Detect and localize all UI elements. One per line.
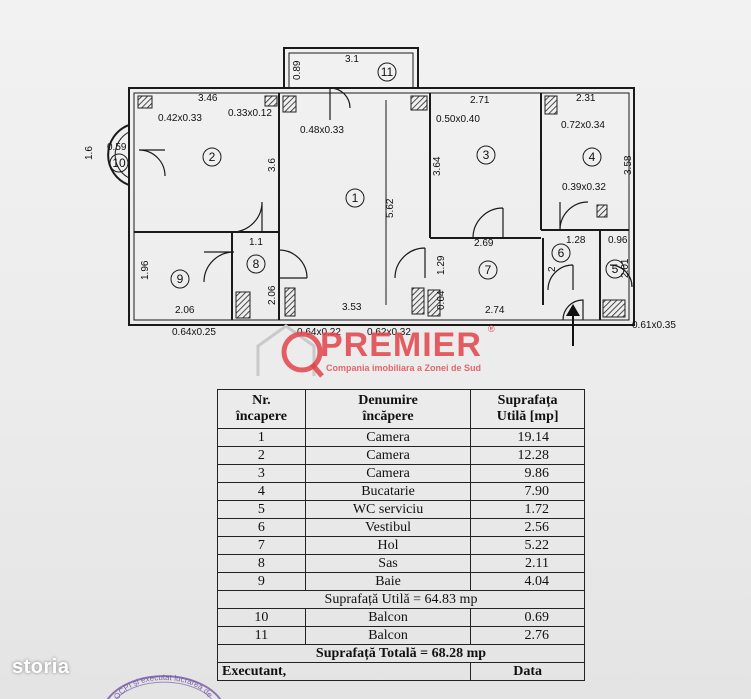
room-number: 9 <box>177 272 184 286</box>
house-logo-icon <box>256 324 324 378</box>
door-room9 <box>203 251 235 283</box>
dim-label: 0.64x0.22 <box>297 327 341 338</box>
dim-label: 0.59 <box>107 142 127 153</box>
dim-label: 0.39x0.32 <box>562 182 606 193</box>
room-number: 4 <box>589 150 596 164</box>
dim-label: 1.29 <box>436 255 447 275</box>
dim-label: 2.06 <box>267 285 278 305</box>
premier-watermark: PREMIER ® Compania imobiliara a Zonei de… <box>250 318 510 384</box>
dim-label: 3.53 <box>342 302 362 313</box>
door-room3 <box>472 207 504 239</box>
floor-plan-drawing: 11 2 1 3 4 5 6 7 8 9 10 3.1 0.89 3.46 0.… <box>84 47 676 346</box>
door-room4 <box>559 201 589 231</box>
dim-label: 0.42x0.33 <box>158 113 202 124</box>
room-number: 11 <box>381 65 394 79</box>
dim-label: 2.69 <box>474 238 494 249</box>
dim-label: 0.48x0.33 <box>300 125 344 136</box>
dim-label: 0.50x0.40 <box>436 114 480 125</box>
door-balcony-10 <box>138 149 166 177</box>
brand-name: PREMIER <box>320 326 482 364</box>
dim-label: 1.1 <box>249 237 263 248</box>
storia-logo: storia <box>12 656 70 678</box>
dim-label: 0.89 <box>292 60 303 80</box>
dim-label: 0.62x0.32 <box>367 327 411 338</box>
room-number: 10 <box>112 156 126 170</box>
structural-pillars <box>137 95 626 319</box>
useful-area-total-row: Suprafață Utilă = 64.83 mp <box>217 590 585 609</box>
dim-label: 2 <box>547 266 558 272</box>
signature-row: Executant, Data <box>216 662 585 681</box>
door-room6 <box>547 264 574 291</box>
dim-label: 3.46 <box>198 93 218 104</box>
dim-label: 3.6 <box>267 158 278 172</box>
stamp-text: OCPI şi executat lucrarea de <box>112 673 215 699</box>
outer-wall <box>128 87 635 326</box>
dim-label: 2.01 <box>620 258 631 278</box>
entry-door <box>562 299 584 321</box>
room-number: 7 <box>485 263 492 277</box>
svg-text:OCPI şi executat lucrarea de: OCPI şi executat lucrarea de <box>112 673 215 699</box>
room-number: 3 <box>483 148 490 162</box>
brand-tagline: Compania imobiliara a Zonei de Sud <box>326 363 482 373</box>
dim-label: 2.31 <box>576 93 596 104</box>
balcony-10-outline <box>107 124 130 186</box>
dim-label: 0.96 <box>608 235 628 246</box>
dim-label: 0.61x0.35 <box>632 320 676 331</box>
dim-label: 0.64x0.25 <box>172 327 216 338</box>
entry-arrow-icon <box>566 304 580 346</box>
room-number: 5 <box>612 262 619 276</box>
door-room7 <box>394 247 426 279</box>
dim-label: 3.58 <box>623 155 634 175</box>
official-stamp: OCPI şi executat lucrarea de <box>106 673 222 699</box>
grand-total-row: Suprafață Totală = 68.28 mp <box>217 644 585 663</box>
balcony-11-outline <box>283 47 419 88</box>
dim-label: 0.64 <box>436 290 447 310</box>
registered-mark: ® <box>488 324 495 334</box>
room-number: 6 <box>558 246 565 260</box>
room-number: 2 <box>209 150 216 164</box>
door-room5 <box>609 264 633 288</box>
dim-label: 2.06 <box>175 305 195 316</box>
door-balcony-11 <box>329 87 351 120</box>
dim-label: 1.6 <box>84 146 95 160</box>
dim-label: 2.71 <box>470 95 490 106</box>
dim-label: 3.64 <box>432 156 443 176</box>
door-room1 <box>278 249 308 279</box>
dim-label: 1.28 <box>566 235 586 246</box>
header-nr: Nr.încapere <box>217 389 306 429</box>
dim-label: 0.33x0.12 <box>228 108 272 119</box>
door-room2 <box>231 201 263 233</box>
room-number: 8 <box>253 257 260 271</box>
room-number: 1 <box>352 191 359 205</box>
dim-label: 5.62 <box>385 198 396 218</box>
dim-label: 1.96 <box>140 260 151 280</box>
dim-label: 0.72x0.34 <box>561 120 605 131</box>
dim-label: 3.1 <box>345 54 359 65</box>
dim-label: 2.74 <box>485 305 505 316</box>
